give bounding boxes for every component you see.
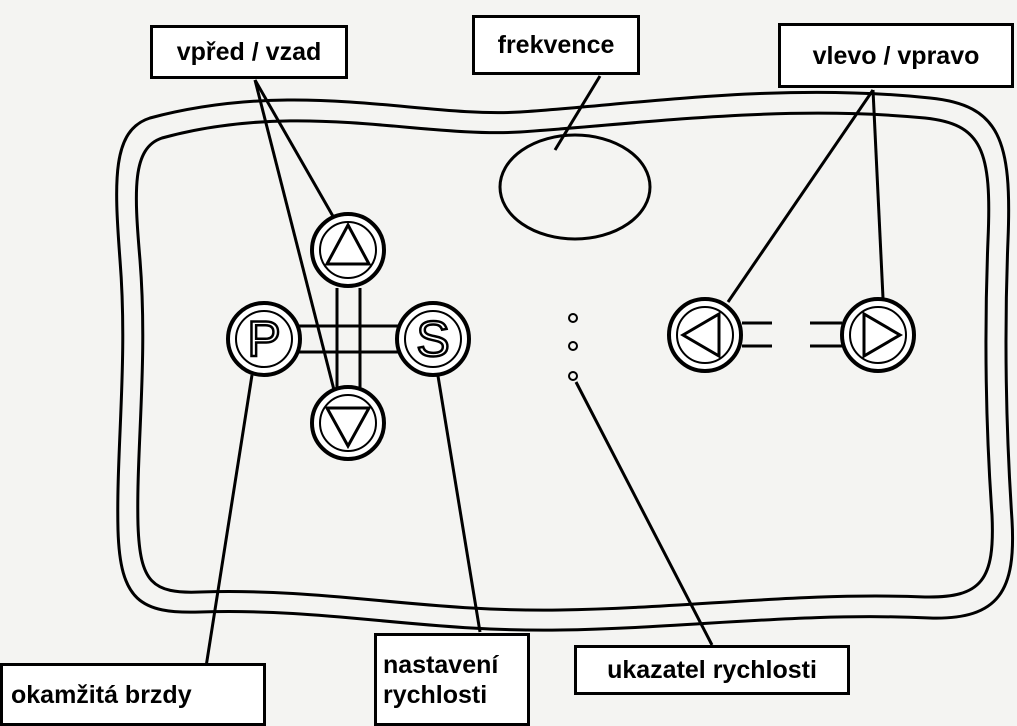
label-speed-indicator-text: ukazatel rychlosti — [607, 656, 817, 684]
controller-outer-outline — [115, 90, 1015, 632]
controller-inner-outline — [134, 111, 994, 612]
label-speed-setting: nastavení rychlosti — [374, 633, 530, 726]
lr-connectors — [742, 321, 842, 348]
callout-lines — [198, 75, 885, 706]
p-button[interactable]: P — [226, 301, 302, 377]
frequency-display — [498, 133, 652, 241]
s-button[interactable]: S — [395, 301, 471, 377]
triangle-up-icon — [324, 221, 372, 266]
up-button[interactable] — [310, 212, 386, 288]
triangle-left-icon — [680, 311, 721, 359]
label-instant-brake-text: okamžitá brzdy — [11, 680, 192, 709]
right-button[interactable] — [840, 297, 916, 373]
label-frequency: frekvence — [472, 15, 640, 75]
label-instant-brake: okamžitá brzdy — [0, 663, 266, 726]
dpad-connectors — [295, 288, 402, 390]
label-forward-backward-text: vpřed / vzad — [176, 38, 322, 66]
speed-indicator-dots — [568, 313, 578, 381]
label-left-right: vlevo / vpravo — [778, 23, 1014, 88]
label-left-right-text: vlevo / vpravo — [812, 41, 980, 70]
label-speed-indicator: ukazatel rychlosti — [574, 645, 850, 695]
label-speed-setting-line1: nastavení — [383, 650, 499, 679]
down-button[interactable] — [310, 385, 386, 461]
left-button[interactable] — [667, 297, 743, 373]
triangle-right-icon — [862, 311, 903, 359]
triangle-down-icon — [324, 406, 372, 450]
p-button-label: P — [247, 311, 280, 367]
label-frequency-text: frekvence — [497, 31, 615, 59]
label-speed-setting-line2: rychlosti — [383, 680, 488, 709]
label-forward-backward: vpřed / vzad — [150, 25, 348, 79]
s-button-label: S — [416, 311, 449, 367]
